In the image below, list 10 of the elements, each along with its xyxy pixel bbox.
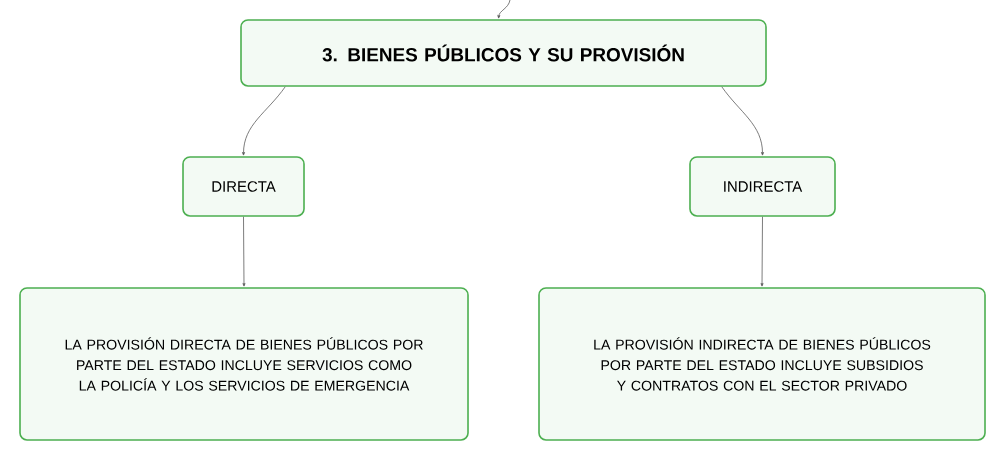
concept-box: LA PROVISIÓN INDIRECTA DE BIENES PÚBLICOS POR PARTE DEL ESTADO INCLUYE SUBSIDIOS Y CONTRATOS CON EL SECTOR PRIVADO — [538, 287, 986, 441]
concept-box: 3. BIENES PÚBLICOS Y SU PROVISIÓN — [240, 19, 767, 87]
arrow — [721, 86, 764, 156]
concept-box: LA PROVISIÓN DIRECTA DE BIENES PÚBLICOS POR PARTE DEL ESTADO INCLUYE SERVICIOS COMO LA POLICÍA Y LOS SERVICIOS DE EMERGENCIA — [19, 287, 469, 441]
arrow — [497, 0, 511, 19]
arrow — [242, 216, 246, 287]
concept-box: INDIRECTA — [689, 156, 836, 217]
arrow — [242, 86, 286, 156]
arrow — [760, 216, 764, 287]
concept-box: DIRECTA — [182, 156, 305, 217]
